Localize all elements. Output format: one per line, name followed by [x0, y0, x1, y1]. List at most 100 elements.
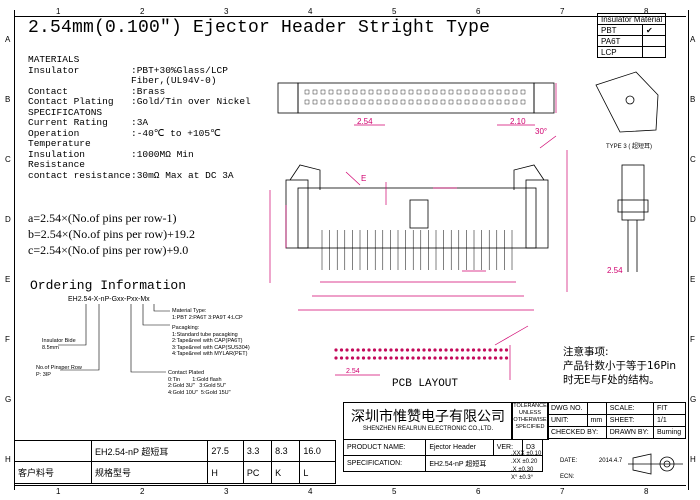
pcb-hole — [444, 348, 448, 352]
ordering-title: Ordering Information — [30, 278, 187, 293]
pcb-hole — [422, 348, 426, 352]
pin — [384, 99, 390, 105]
pin — [320, 89, 326, 95]
materials-block: MATERIALS Insulator:PBT+30%Glass/LCP Fib… — [28, 54, 251, 181]
pc-label: PC — [242, 461, 273, 484]
ecn-label: ECN: — [560, 474, 575, 480]
pcb-hole — [416, 348, 421, 352]
date-field: DATE: 2014.4.7 — [560, 458, 622, 464]
spec-row: Operation Temperature:-40℃ to +105℃ — [28, 127, 221, 149]
pcb-hole — [504, 356, 509, 360]
formula-a: a=2.54×(No.of pins per row-1) — [28, 211, 177, 225]
top-view-dims — [354, 83, 557, 126]
ordering-packaging: Pacagking: 1:Standard tube pacagking 2:T… — [172, 325, 250, 357]
tolerance-row: X° ±0.3° — [511, 475, 534, 481]
tolerance-values: .XXX ±0.10 .XX ±0.20 .X ±0.30 X° ±0.3° — [511, 450, 541, 482]
spec-heading: SPECIFICATONS — [28, 106, 103, 118]
ordering-leaders — [58, 304, 170, 373]
ordering-pins-per-row: No.of Pinsper Row P: 3IP — [36, 365, 82, 378]
pcb-hole — [493, 348, 498, 352]
pin — [488, 99, 494, 105]
dim-E: E — [361, 174, 366, 183]
pin — [384, 89, 390, 95]
pin — [464, 89, 470, 95]
ruler-row-label: F — [5, 335, 10, 344]
pcb-hole — [488, 356, 492, 360]
ruler-column-label: 2 — [140, 7, 145, 16]
sheet-label: SHEET: — [605, 414, 655, 427]
ruler-row-label: B — [5, 95, 11, 104]
ruler-column-label: 8 — [644, 7, 649, 16]
unit-value: mm — [586, 414, 607, 427]
sheet-value: 1/1 — [653, 414, 686, 427]
ruler-column-label: 8 — [644, 487, 649, 496]
pcb-hole — [477, 348, 481, 352]
pin — [472, 89, 478, 95]
h-label: H — [207, 461, 244, 484]
pcb-hole — [427, 356, 432, 360]
specification-label: SPECIFICATION: — [342, 455, 427, 472]
ruler-bottom — [14, 485, 686, 496]
formula-b: b=2.54×(No.of pins per row)+19.2 — [28, 227, 195, 241]
pcb-layout-holes — [334, 348, 509, 360]
ordering-material-type: Material Type: 1:PBT 2:PA6T 3:PA9T 4:LCP — [172, 308, 243, 321]
pin — [416, 99, 422, 105]
ruler-row-label: F — [690, 335, 695, 344]
pin — [480, 89, 486, 95]
pcb-hole — [378, 348, 382, 352]
scale-value: FIT — [653, 402, 686, 415]
materials-row: Contact Plating:Gold/Tin over Nickel — [28, 96, 251, 107]
l-label: L — [299, 461, 336, 484]
ordering-code: EH2.54-X-nP-Gxx-Pxx-Mx — [68, 296, 150, 303]
pcb-hole — [466, 348, 470, 352]
ruler-column-label: 7 — [560, 7, 565, 16]
pcb-hole — [350, 356, 355, 360]
part-h: 27.5 — [207, 440, 244, 462]
pcb-hole — [383, 356, 388, 360]
pin — [456, 99, 462, 105]
ordering-contact-plated: Contact Plated 0:Tin 1:Gold flash 2:Gold… — [168, 370, 231, 396]
pin — [408, 99, 414, 105]
pcb-hole — [372, 356, 377, 360]
material-lcp: LCP — [597, 46, 643, 58]
pin — [400, 99, 406, 105]
pin — [312, 99, 318, 105]
ruler-column-label: 6 — [476, 487, 481, 496]
pin — [304, 89, 310, 95]
pcb-hole — [394, 356, 399, 360]
part-spec: EH2.54-nP 超短耳 — [90, 440, 209, 462]
ruler-row-label: C — [5, 155, 11, 164]
ruler-row-label: C — [690, 155, 696, 164]
pin — [448, 99, 454, 105]
pcb-hole — [433, 356, 437, 360]
pcb-hole — [416, 356, 421, 360]
ruler-row-label: H — [690, 455, 696, 464]
pcb-hole — [339, 348, 344, 352]
pcb-hole — [422, 356, 426, 360]
pcb-hole — [477, 356, 481, 360]
pcb-hole — [427, 348, 432, 352]
ruler-row-label: G — [5, 395, 12, 404]
pcb-hole — [400, 356, 404, 360]
formula-c: c=2.54×(No.of pins per row)+9.0 — [28, 243, 189, 257]
projection-symbol-icon — [628, 453, 683, 475]
pcb-hole — [405, 348, 410, 352]
ruler-row-label: D — [690, 215, 696, 224]
pcb-hole — [449, 356, 454, 360]
dim-30deg: 30° — [535, 127, 547, 136]
insulator-material-header: Insulator Material — [596, 13, 667, 25]
ruler-column-label: 5 — [392, 487, 397, 496]
pin — [392, 89, 398, 95]
pcb-hole — [367, 356, 371, 360]
drawn-by-label: DRAWN BY: — [605, 426, 655, 439]
pcb-hole — [482, 356, 487, 360]
note-line: 产品针数小于等于16Pin — [563, 360, 677, 372]
pcb-hole — [339, 356, 344, 360]
pcb-hole — [466, 356, 470, 360]
unit-label: UNIT: — [547, 414, 588, 427]
pin — [448, 89, 454, 95]
pin — [488, 89, 494, 95]
pin — [336, 89, 342, 95]
